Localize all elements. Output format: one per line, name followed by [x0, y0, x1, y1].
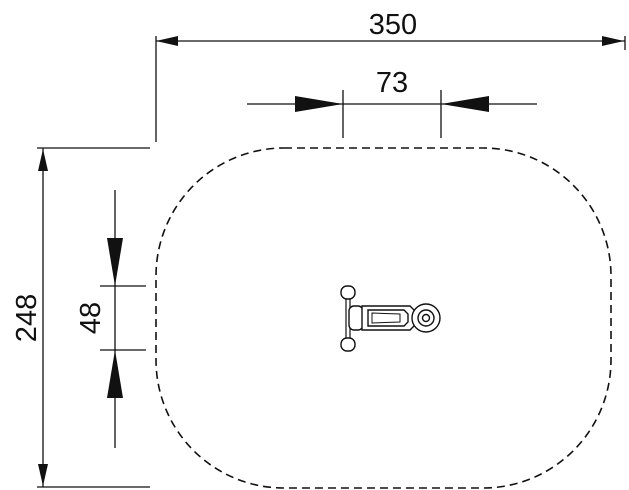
arrowhead-right [441, 96, 489, 112]
arrowhead-bottom [38, 464, 48, 486]
handle-bottom [340, 337, 356, 352]
arrowhead-bottom [107, 350, 123, 398]
arrowhead-left [295, 96, 343, 112]
safety-zone-outline [155, 147, 612, 489]
dimension-label-overall-height: 248 [11, 294, 43, 342]
arrowhead-top [107, 238, 123, 286]
arrowhead-left [156, 36, 178, 46]
dimension-overall-width: 350 [155, 9, 626, 142]
arrowhead-top [38, 149, 48, 171]
dimension-label-overall-width: 350 [369, 9, 417, 41]
arrowhead-right [602, 36, 624, 46]
flywheel-hub [421, 313, 431, 323]
handle-mount [348, 305, 364, 331]
outdoor-fitness-equipment-topview-icon [340, 285, 441, 352]
dimension-equipment-length: 73 [247, 67, 537, 138]
handle-top [340, 285, 356, 300]
dimension-overall-height: 248 [11, 147, 150, 488]
dimension-equipment-width: 48 [75, 190, 146, 448]
dimension-label-equipment-width: 48 [75, 302, 107, 334]
dimension-label-equipment-length: 73 [376, 67, 408, 99]
